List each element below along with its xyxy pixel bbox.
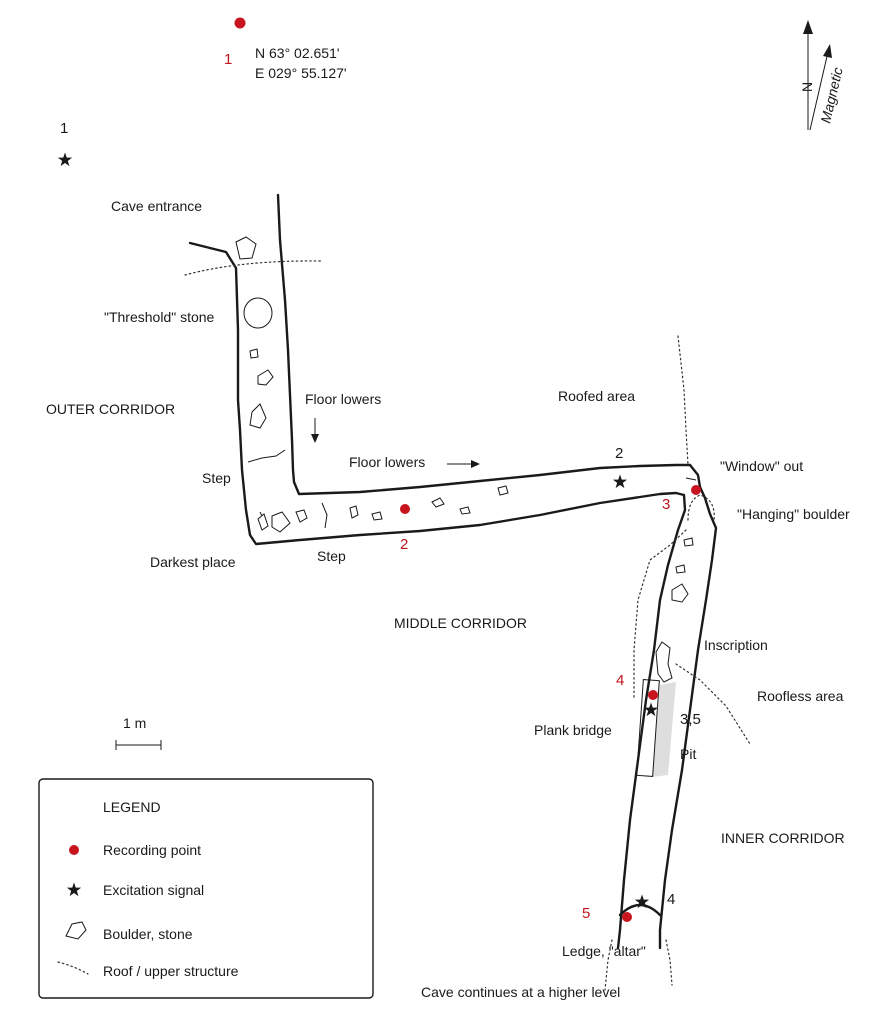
label-step-2: Step: [317, 548, 346, 564]
label-inner-corridor: INNER CORRIDOR: [721, 830, 845, 846]
legend-star-icon: [66, 882, 82, 897]
excitation-signal-4-label: 4: [667, 891, 675, 908]
excitation-signal-2-label: 2: [615, 445, 623, 462]
arrow-right-icon: [447, 460, 480, 468]
arrow-down-icon: [311, 418, 319, 443]
label-roofless-area: Roofless area: [757, 688, 844, 704]
legend-item-excitation-signal: Excitation signal: [103, 882, 204, 898]
plank-bridge-and-pit: [636, 679, 676, 777]
recording-point-5-marker: [622, 912, 632, 922]
scale-bar: [115, 740, 162, 750]
label-middle-corridor: MIDDLE CORRIDOR: [394, 615, 527, 631]
legend-title: LEGEND: [103, 799, 161, 815]
label-step-1: Step: [202, 470, 231, 486]
label-cave-entrance: Cave entrance: [111, 198, 202, 214]
coordinate-east: E 029° 55.127': [255, 65, 347, 81]
recording-point-4-label: 4: [616, 672, 624, 689]
legend-recording-point-icon: [69, 845, 79, 855]
excitation-signal-35-star-icon: [643, 702, 659, 717]
true-north-label: N: [799, 82, 815, 92]
excitation-signal-1-star-icon: [57, 152, 73, 167]
label-floor-lowers-1: Floor lowers: [305, 391, 381, 407]
label-cave-continues: Cave continues at a higher level: [421, 984, 620, 1000]
recording-point-2-marker: [400, 504, 410, 514]
legend-item-recording-point: Recording point: [103, 842, 201, 858]
recording-point-1-marker: [234, 17, 246, 29]
legend-item-roof: Roof / upper structure: [103, 963, 239, 979]
excitation-signal-1-label: 1: [60, 120, 68, 137]
label-inscription: Inscription: [704, 637, 768, 653]
label-roofed-area: Roofed area: [558, 388, 635, 404]
label-plank-bridge: Plank bridge: [534, 722, 612, 738]
label-hanging-boulder: "Hanging" boulder: [737, 506, 850, 522]
scale-bar-label: 1 m: [123, 715, 146, 731]
excitation-signal-35-label: 3,5: [680, 711, 701, 728]
label-outer-corridor: OUTER CORRIDOR: [46, 401, 175, 417]
label-threshold-stone: "Threshold" stone: [104, 309, 215, 325]
excitation-signal-4-star-icon: [634, 894, 650, 909]
cave-stones: [235, 236, 694, 683]
label-pit: Pit: [680, 746, 696, 762]
recording-point-4-marker: [648, 690, 658, 700]
label-window-out: "Window" out: [720, 458, 803, 474]
recording-point-5-label: 5: [582, 905, 590, 922]
legend-box: [38, 778, 374, 999]
label-ledge-altar: Ledge, "altar": [562, 943, 646, 959]
excitation-signal-2-star-icon: [612, 474, 628, 489]
label-darkest-place: Darkest place: [150, 554, 236, 570]
legend-boulder-icon: [65, 921, 87, 940]
north-arrow-icon: [803, 20, 832, 131]
recording-point-2-label: 2: [400, 536, 408, 553]
recording-point-3-label: 3: [662, 496, 670, 513]
recording-point-3-marker: [691, 485, 701, 495]
cave-walls: [188, 193, 718, 950]
magnetic-north-label: Magnetic: [817, 66, 845, 125]
legend: LEGEND Recording point Excitation signal…: [38, 778, 374, 999]
legend-item-boulder: Boulder, stone: [103, 926, 193, 942]
recording-point-1-label: 1: [224, 51, 232, 68]
label-floor-lowers-2: Floor lowers: [349, 454, 425, 470]
roof-lines: [184, 260, 751, 991]
coordinate-north: N 63° 02.651': [255, 45, 340, 61]
